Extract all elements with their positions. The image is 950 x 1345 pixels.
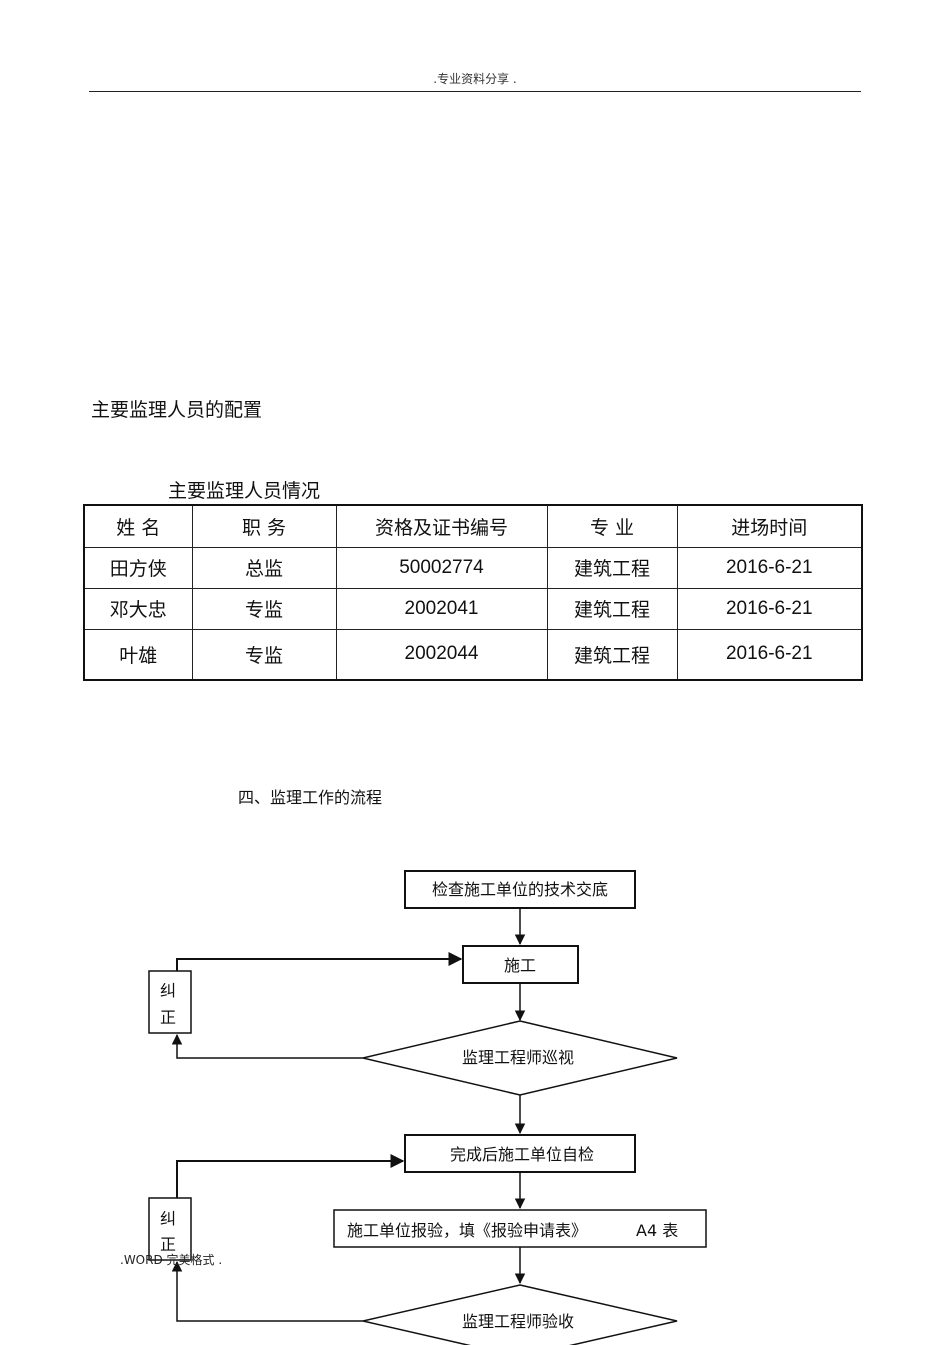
box-apply-inspection [333,1209,707,1248]
cell-specialty: 建筑工程 [546,628,678,681]
box-self-check [404,1134,636,1173]
cell-entry-date: 2016-6-21 [676,546,863,589]
cell-position: 总监 [191,546,337,589]
arrow-patrol-to-correction-1 [171,1033,363,1059]
table-header-row: 姓 名 职 务 资格及证书编号 专 业 进场时间 [83,504,863,548]
label-inspection-patrol: 监理工程师巡视 [462,1048,574,1067]
diamond-acceptance [362,1284,678,1345]
header-rule [89,91,861,92]
table-row: 田方侠 总监 50002774 建筑工程 2016-6-21 [83,546,863,589]
label-construction: 施工 [504,956,536,975]
header-certificate: 资格及证书编号 [335,504,548,548]
label-correction-1-b: 正 [160,1008,176,1027]
box-correction-1 [148,970,192,1034]
header-specialty: 专 业 [546,504,678,548]
label-form-code: A4 表 [636,1221,678,1240]
cell-entry-date: 2016-6-21 [676,587,863,630]
label-correction-2-a: 纠 [160,1209,176,1228]
page-footer: .WORD 完美格式 . [120,1253,223,1267]
flow-title: 四、监理工作的流程 [238,788,383,807]
label-apply-inspection: 施工单位报验，填《报验申请表》 [347,1221,587,1240]
label-correction-1-a: 纠 [160,981,176,1000]
label-correction-2-b: 正 [160,1235,176,1254]
arrow-correction-2-to-self-check [176,1154,405,1198]
header-entry-date: 进场时间 [676,504,863,548]
staff-table: 姓 名 职 务 资格及证书编号 专 业 进场时间 田方侠 总监 50002774… [83,504,863,681]
arrow-correction-1-to-construction [176,952,463,971]
cell-position: 专监 [191,587,337,630]
cell-entry-date: 2016-6-21 [676,628,863,681]
cell-specialty: 建筑工程 [546,546,678,589]
label-check-disclosure: 检查施工单位的技术交底 [432,880,608,899]
cell-name: 叶雄 [83,628,193,681]
cell-certificate: 2002041 [335,587,548,630]
table-caption: 主要监理人员情况 [168,480,321,502]
table-row: 叶雄 专监 2002044 建筑工程 2016-6-21 [83,628,863,681]
arrow-acceptance-to-correction-2 [171,1260,363,1322]
box-correction-2 [148,1197,192,1261]
label-self-check: 完成后施工单位自检 [450,1145,594,1164]
label-acceptance: 监理工程师验收 [462,1312,574,1331]
header-name: 姓 名 [83,504,193,548]
table-row: 邓大忠 专监 2002041 建筑工程 2016-6-21 [83,587,863,630]
cell-name: 邓大忠 [83,587,193,630]
page-header: .专业资料分享 . [433,72,517,86]
cell-specialty: 建筑工程 [546,587,678,630]
cell-certificate: 2002044 [335,628,548,681]
cell-name: 田方侠 [83,546,193,589]
section-title: 主要监理人员的配置 [91,399,263,421]
